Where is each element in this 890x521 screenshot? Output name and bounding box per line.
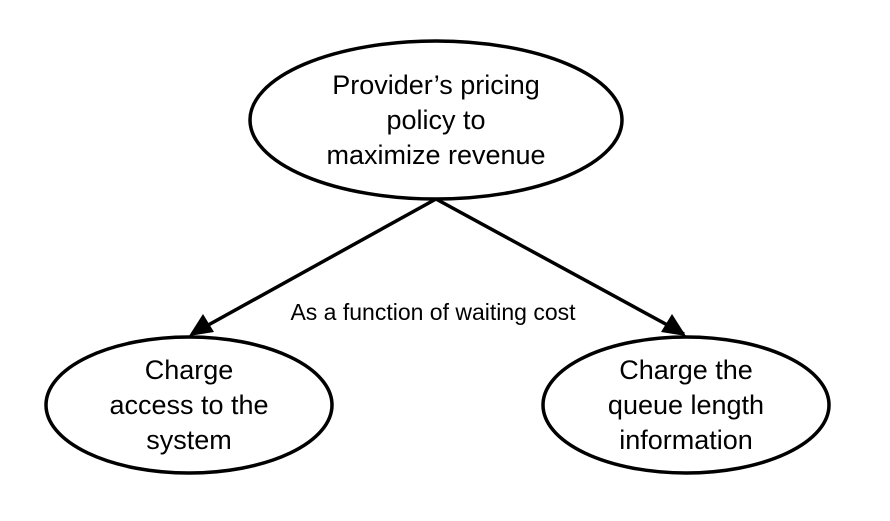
- node-right-label: Charge the queue length information: [552, 337, 820, 473]
- node-left-line-3: system: [146, 424, 232, 455]
- node-top-line-2: policy to: [386, 104, 486, 135]
- node-top-ellipse: [248, 39, 624, 201]
- node-right-ellipse: [541, 335, 831, 475]
- node-top-line-3: maximize revenue: [326, 139, 546, 170]
- node-right-line-2: queue length: [607, 389, 765, 420]
- node-left-label: Charge access to the system: [55, 337, 323, 473]
- node-right-line-3: information: [619, 424, 753, 455]
- node-right-line-1: Charge the: [619, 354, 753, 385]
- node-left-line-1: Charge: [144, 354, 234, 385]
- arrowhead-right: [661, 314, 686, 336]
- node-top-label: Provider’s pricing policy to maximize re…: [262, 48, 610, 192]
- edge-top-to-right: [435, 197, 685, 336]
- node-left-ellipse: [44, 335, 334, 475]
- node-top-line-1: Provider’s pricing: [332, 69, 540, 100]
- arrowhead-left: [189, 314, 214, 336]
- node-left-line-2: access to the: [109, 389, 269, 420]
- edge-label: As a function of waiting cost: [290, 299, 576, 325]
- edge-top-to-left: [191, 197, 437, 336]
